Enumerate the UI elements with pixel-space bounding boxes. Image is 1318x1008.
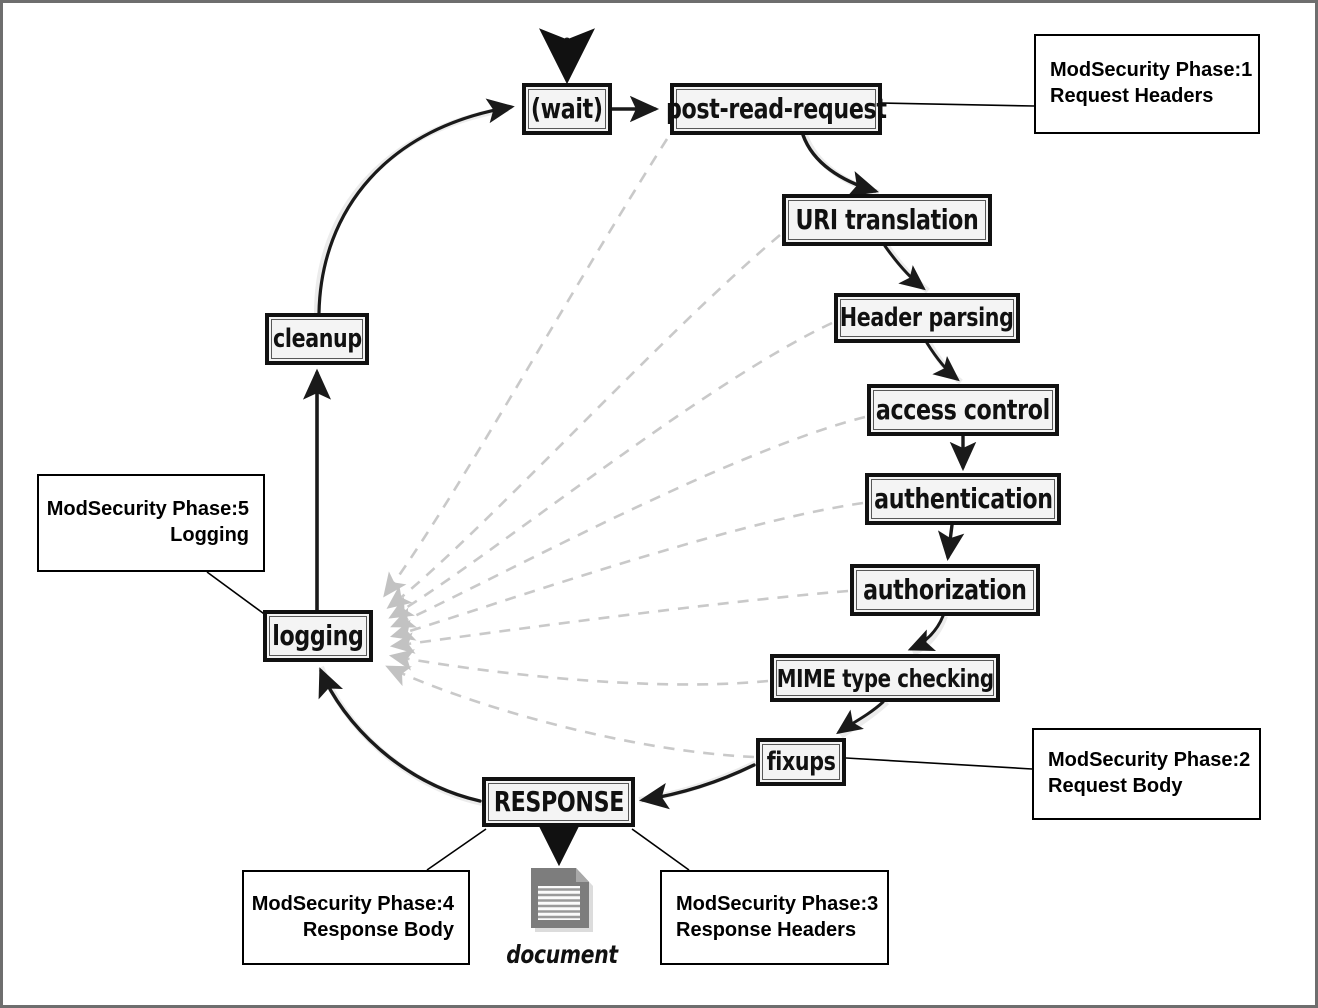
edge-authz-mime <box>907 614 945 651</box>
node-uri-translation-label: URI translation <box>795 203 979 236</box>
callout-phase5-line2: Logging <box>170 524 249 546</box>
callout-modsecurity-phase-3: ModSecurity Phase:3 Response Headers <box>660 870 889 965</box>
node-uri-translation[interactable]: URI translation <box>782 194 992 246</box>
node-post-read-request-label: post-read-request <box>665 92 887 125</box>
node-header-parsing[interactable]: Header parsing <box>834 293 1020 343</box>
dashed-edge-postread-logging <box>383 138 669 598</box>
callout-phase4-line1: ModSecurity Phase:4 <box>251 892 454 915</box>
node-fixups-label: fixups <box>766 747 836 777</box>
leader-phase4 <box>426 828 487 871</box>
leader-phase2 <box>845 757 1033 770</box>
node-wait[interactable]: (wait) <box>522 83 612 135</box>
edge-postread-uri <box>801 133 879 197</box>
edge-headerparse-access <box>925 341 960 382</box>
callout-phase5-line1: ModSecurity Phase:5 <box>46 498 249 521</box>
node-authentication[interactable]: authentication <box>865 473 1061 525</box>
node-response[interactable]: RESPONSE <box>482 777 635 827</box>
callout-phase3-line1: ModSecurity Phase:3 <box>676 892 879 915</box>
dashed-edge-authn-logging <box>390 501 864 641</box>
node-header-parsing-label: Header parsing <box>840 303 1014 333</box>
dashed-edge-fixups-logging <box>385 665 755 759</box>
node-fixups[interactable]: fixups <box>756 738 846 786</box>
leader-phase1 <box>881 102 1035 107</box>
node-post-read-request[interactable]: post-read-request <box>666 83 887 135</box>
dashed-edge-headerparse-logging <box>388 321 833 619</box>
node-access-control-label: access control <box>876 393 1050 426</box>
callout-phase2-line1: ModSecurity Phase:2 <box>1048 749 1251 772</box>
callout-modsecurity-phase-5: ModSecurity Phase:5 Logging <box>37 474 265 572</box>
edge-mime-fixups <box>836 700 885 735</box>
node-cleanup-label: cleanup <box>272 324 362 354</box>
node-authorization[interactable]: authorization <box>850 564 1040 616</box>
edge-cleanup-wait <box>317 98 515 315</box>
document-output: document <box>503 864 621 969</box>
node-authentication-label: authentication <box>873 482 1053 515</box>
document-icon <box>530 868 593 932</box>
dashed-edge-mime-logging <box>388 649 769 686</box>
callout-phase1-line2: Request Headers <box>1050 85 1214 107</box>
node-response-label: RESPONSE <box>493 785 624 818</box>
node-mime-type-checking-label: MIME type checking <box>776 663 994 693</box>
callout-modsecurity-phase-2: ModSecurity Phase:2 Request Body <box>1032 728 1261 820</box>
callout-phase1-line1: ModSecurity Phase:1 <box>1050 59 1253 82</box>
node-mime-type-checking[interactable]: MIME type checking <box>770 654 1000 702</box>
edge-uri-headerparse <box>883 244 926 291</box>
node-access-control[interactable]: access control <box>867 384 1059 436</box>
edge-authn-authz <box>937 523 965 562</box>
edge-fixups-response <box>638 763 756 810</box>
document-caption: document <box>506 940 618 969</box>
callout-modsecurity-phase-1: ModSecurity Phase:1 Request Headers <box>1034 34 1260 134</box>
node-cleanup[interactable]: cleanup <box>265 313 369 365</box>
node-wait-label: (wait) <box>531 92 603 125</box>
dashed-edge-uri-logging <box>386 234 781 609</box>
callout-phase4-line2: Response Body <box>302 918 454 941</box>
callout-phase2-line2: Request Body <box>1048 775 1183 797</box>
node-logging[interactable]: logging <box>263 610 373 662</box>
leader-phase5 <box>206 571 268 617</box>
callout-modsecurity-phase-4: ModSecurity Phase:4 Response Body <box>242 870 470 965</box>
edge-response-logging <box>318 667 482 803</box>
leader-phase3 <box>631 828 690 871</box>
callout-phase3-line2: Response Headers <box>676 918 857 941</box>
dashed-edge-access-logging <box>390 415 866 628</box>
node-authorization-label: authorization <box>863 573 1027 606</box>
dashed-edge-authz-logging <box>389 589 849 654</box>
node-logging-label: logging <box>272 619 364 652</box>
